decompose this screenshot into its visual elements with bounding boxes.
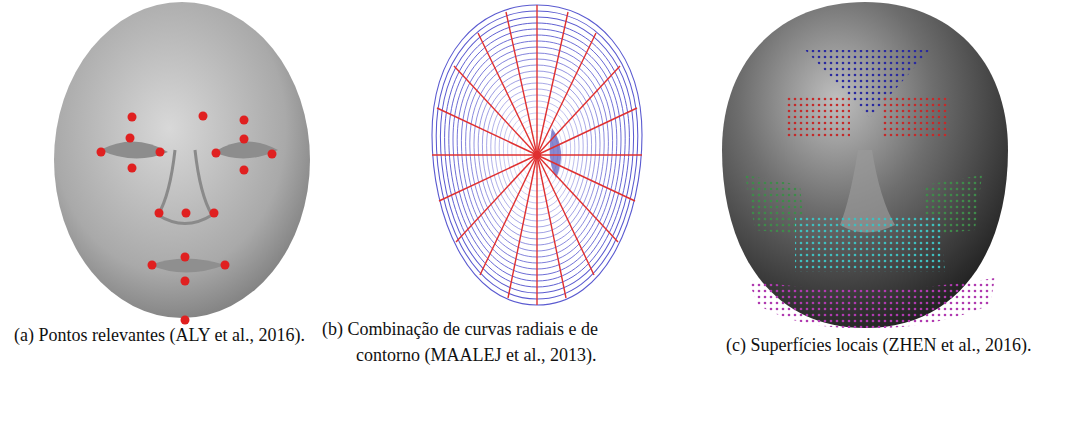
eye	[214, 141, 278, 158]
local-surfaces-image	[722, 2, 1008, 328]
eye-region	[882, 95, 950, 137]
contour-curves	[432, 5, 642, 305]
subfigure-caption: (b) Combinação de curvas radiais e de co…	[322, 316, 634, 368]
center-point	[533, 151, 541, 159]
mouth-region	[795, 215, 945, 272]
subfigure-caption: (a) Pontos relevantes (ALY et al., 2016)…	[14, 322, 306, 348]
face-surface	[722, 2, 1008, 328]
face-landmarks-image	[54, 2, 310, 325]
eye-region	[785, 95, 850, 137]
radial-curves	[432, 5, 642, 305]
subfigure-caption: (c) Superfícies locais (ZHEN et al., 201…	[726, 332, 1082, 358]
landmark-dots	[97, 112, 277, 325]
face-surface	[54, 2, 310, 318]
eye	[100, 141, 168, 158]
chin-region	[748, 278, 995, 328]
radial-contour-curves	[432, 5, 642, 305]
nose	[158, 150, 212, 224]
